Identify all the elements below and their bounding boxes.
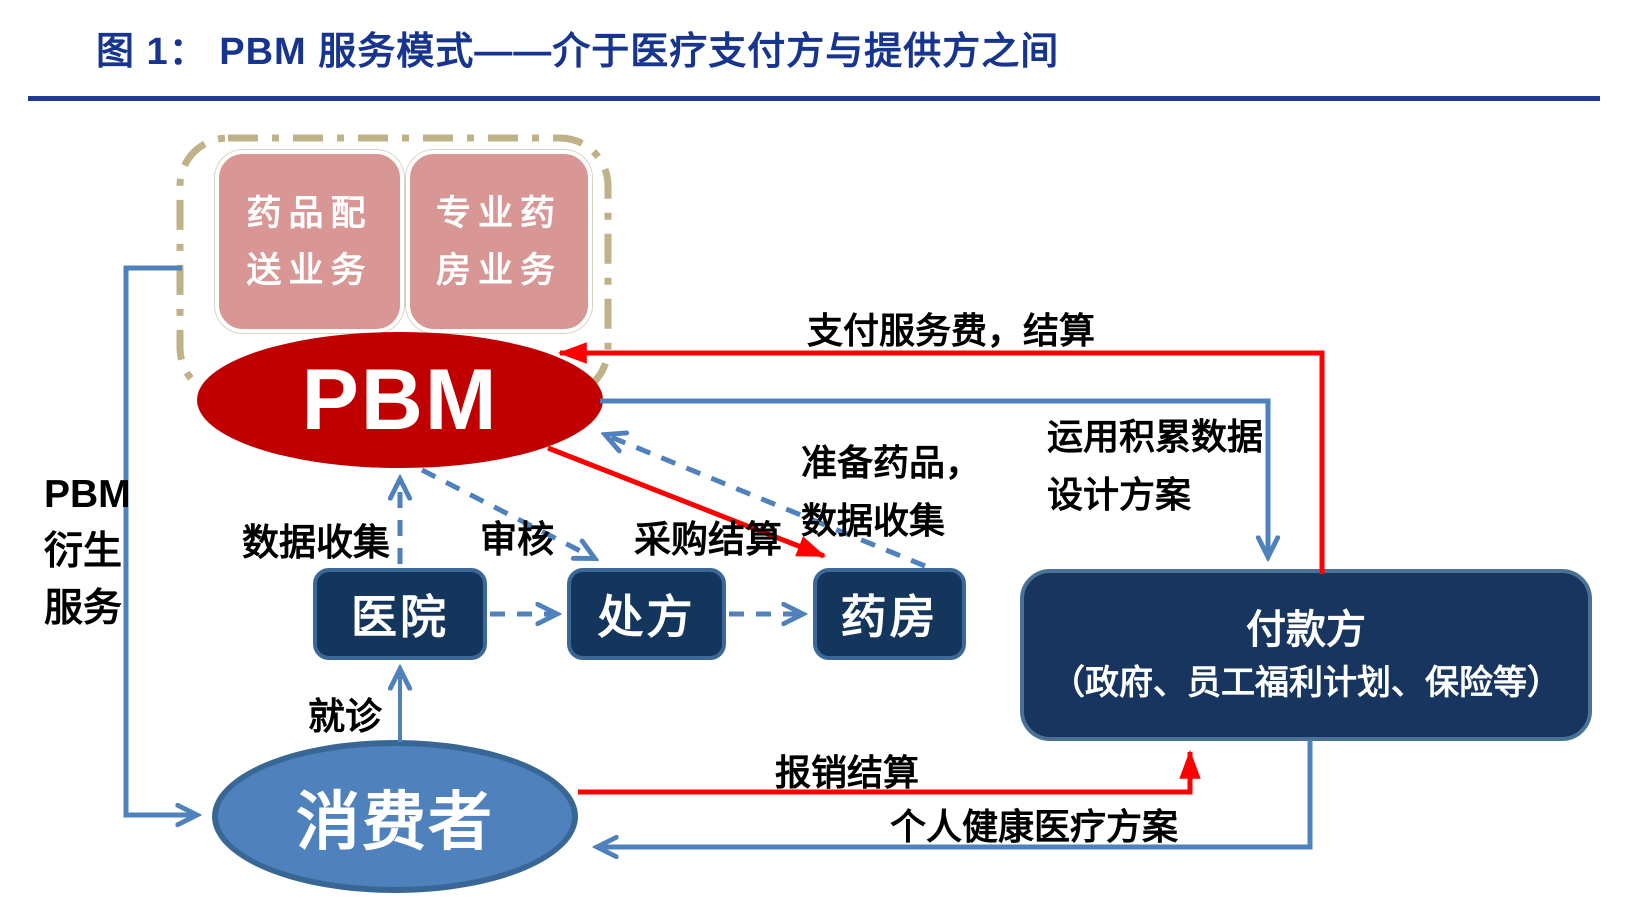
label-prepare-drugs-line2: 数据收集 (801, 500, 946, 541)
arrow-pay-service-fee (557, 342, 1325, 574)
label-use-data-line1: 运用积累数据 (1047, 416, 1264, 457)
label-prepare-drugs-line1: 准备药品， (801, 442, 982, 483)
specialty-pharmacy-line2: 房业务 (435, 250, 562, 290)
arrow-personal-health-plan (598, 740, 1313, 847)
payer-subtitle: （政府、员工福利计划、保险等） (1051, 664, 1561, 702)
arrow-pbm-derived-services (123, 265, 196, 815)
label-derived-line1: PBM (44, 473, 131, 516)
arrow-pbm-pharmacy (547, 445, 826, 559)
label-personal-health-plan: 个人健康医疗方案 (890, 806, 1179, 847)
hospital-box: 医院 (313, 568, 487, 660)
label-use-data-line2: 设计方案 (1047, 474, 1192, 515)
label-pbm-derived-services: PBM 衍生 服务 (44, 466, 131, 637)
drug-delivery-line1: 药品配 (246, 193, 373, 233)
arrow-use-data-design (600, 398, 1268, 556)
figure-title: 图 1： PBM 服务模式——介于医疗支付方与提供方之间 (96, 31, 1060, 73)
label-purchase-settlement: 采购结算 (634, 519, 782, 560)
pbm-ellipse: PBM (197, 332, 603, 468)
pharmacy-box: 药房 (813, 568, 966, 660)
label-pay-service-fee: 支付服务费，结算 (807, 310, 1096, 351)
label-data-collection: 数据收集 (242, 522, 390, 563)
label-reimbursement: 报销结算 (775, 752, 920, 793)
label-derived-line3: 服务 (44, 587, 123, 630)
consumer-ellipse: 消费者 (212, 740, 578, 893)
specialty-pharmacy-line1: 专业药 (435, 193, 562, 233)
title-divider-line (28, 96, 1600, 101)
prescription-box: 处方 (567, 568, 726, 660)
payer-box: 付款方 （政府、员工福利计划、保险等） (1020, 569, 1592, 741)
label-derived-line2: 衍生 (44, 530, 123, 573)
label-visit: 就诊 (308, 696, 382, 737)
arrow-purchase-settlement (606, 435, 926, 569)
drug-delivery-box: 药品配 送业务 (215, 150, 404, 333)
specialty-pharmacy-box: 专业药 房业务 (406, 150, 592, 333)
drug-delivery-line2: 送业务 (246, 250, 373, 290)
arrow-reimbursement (578, 749, 1201, 795)
arrow-review (420, 467, 594, 558)
label-review: 审核 (480, 519, 554, 560)
payer-title: 付款方 (1246, 608, 1366, 652)
